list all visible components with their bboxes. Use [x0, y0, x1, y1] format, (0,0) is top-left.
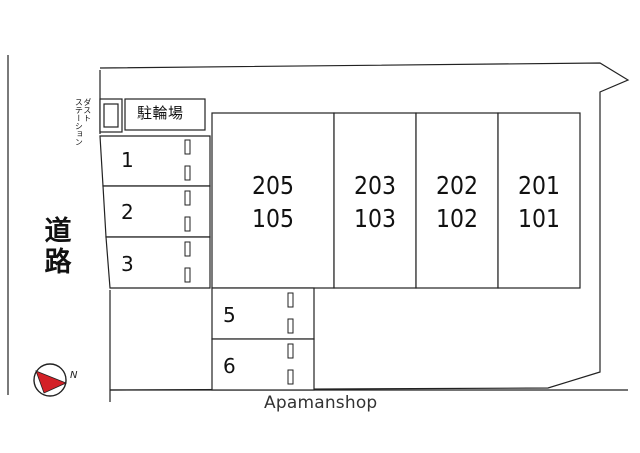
dust-station-label: ダスト ステーション [74, 98, 92, 146]
unit-202-102-box [415, 112, 499, 289]
unit-202-label: 202 [436, 171, 478, 200]
watermark: Apamanshop [264, 393, 378, 413]
car-stop [184, 267, 191, 283]
road-label: 道 路 [44, 216, 72, 279]
parking-spot-1-label: 1 [121, 148, 134, 172]
parking-spot-3-box [105, 236, 211, 289]
unit-201-label: 201 [518, 171, 560, 200]
car-stop [287, 343, 294, 359]
parking-spot-2-box [102, 185, 211, 238]
parking-spot-6-label: 6 [223, 354, 236, 378]
unit-102-label: 102 [436, 204, 478, 233]
unit-201-101-box [497, 112, 581, 289]
parking-spot-5-box [211, 287, 315, 340]
bicycle-parking-label: 駐輪場 [137, 104, 184, 122]
car-stop [287, 292, 294, 308]
unit-103-label: 103 [354, 204, 396, 233]
compass-north-label: N [70, 370, 78, 381]
parking-spot-6-box [211, 338, 315, 391]
car-stop [184, 216, 191, 232]
car-stop [184, 139, 191, 155]
bicycle-parking-box [124, 98, 206, 131]
unit-205-105-box [211, 112, 335, 289]
car-stop [184, 190, 191, 206]
car-stop [184, 165, 191, 181]
parking-spot-3-label: 3 [121, 252, 134, 276]
unit-203-label: 203 [354, 171, 396, 200]
unit-203-103-box [333, 112, 417, 289]
dust-station-inner [103, 103, 119, 128]
compass-icon: N [33, 363, 78, 397]
unit-205-label: 205 [252, 171, 294, 200]
car-stop [287, 369, 294, 385]
parking-spot-1-box [99, 135, 211, 187]
unit-101-label: 101 [518, 204, 560, 233]
parking-spot-5-label: 5 [223, 303, 236, 327]
car-stop [287, 318, 294, 334]
car-stop [184, 241, 191, 257]
site-boundary [99, 62, 630, 391]
unit-105-label: 105 [252, 204, 294, 233]
parking-spot-2-label: 2 [121, 200, 134, 224]
